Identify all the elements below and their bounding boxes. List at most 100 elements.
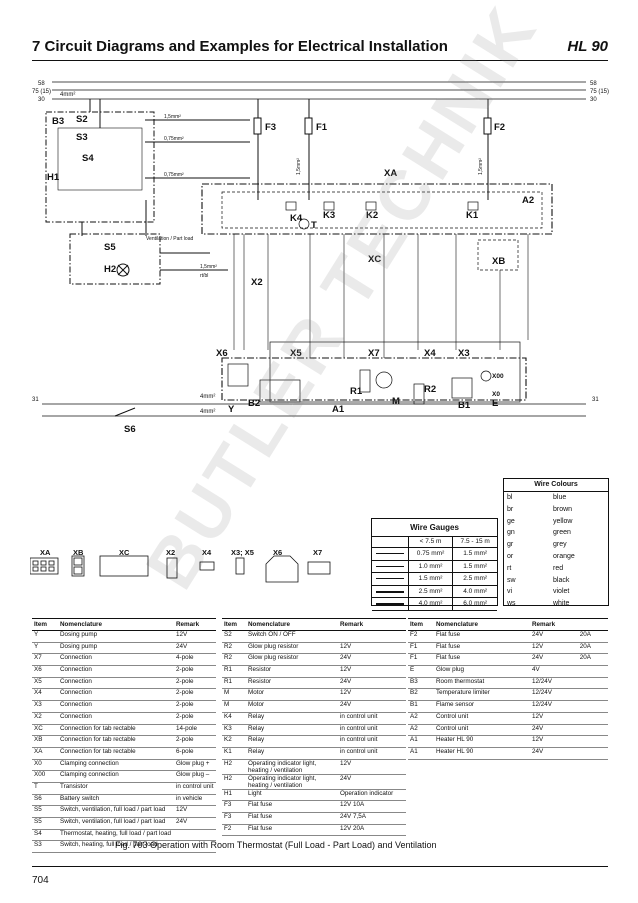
table-cell: Control unit xyxy=(434,724,530,737)
table-cell: R2 xyxy=(222,642,246,655)
rail-left-31: 31 xyxy=(32,397,39,403)
table-cell: S2 xyxy=(222,630,246,643)
wire-gauge-long: 4.0 mm² xyxy=(452,585,497,597)
wire-colour-code: gr xyxy=(507,541,514,549)
table-cell: 24V xyxy=(338,700,406,713)
table-cell: 24V xyxy=(530,747,578,760)
table-cell: 12V xyxy=(338,759,406,775)
table-cell: 24V xyxy=(338,774,406,790)
label-x5: X5 xyxy=(290,348,302,359)
flame-sensor-b1 xyxy=(451,377,473,399)
table-cell: X2 xyxy=(32,712,58,725)
rail-right-31: 31 xyxy=(592,397,599,403)
table-cell: Glow plug + xyxy=(174,759,216,772)
control-unit-a2 xyxy=(201,183,553,235)
wire-gauge-short: 1.0 mm² xyxy=(407,560,453,572)
wire-gauge-line xyxy=(372,561,408,573)
table-cell: Connection xyxy=(58,700,174,713)
table-cell: 4V xyxy=(530,665,578,678)
table-cell: X7 xyxy=(32,653,58,667)
table-cell: Connection xyxy=(58,653,174,667)
model-name: HL 90 xyxy=(567,38,608,55)
table-cell: Transistor xyxy=(58,782,174,795)
table-cell: F1 xyxy=(408,653,434,667)
table-cell xyxy=(577,724,608,737)
table-cell: Clamping connection xyxy=(58,770,174,783)
table-cell: X00 xyxy=(32,770,58,783)
table-cell: H2 xyxy=(222,774,246,790)
table-cell: Glow plug – xyxy=(174,770,216,783)
table-cell: Flat fuse xyxy=(434,642,530,655)
label-b2: B2 xyxy=(248,398,260,409)
col-nomenclature: Nomenclature xyxy=(246,618,338,631)
table-cell: Motor xyxy=(246,700,338,713)
table-cell: 12V xyxy=(174,805,216,818)
table-cell: Temperature limiter xyxy=(434,688,530,702)
table-cell: Light xyxy=(246,789,338,802)
table-cell: 4-pole xyxy=(174,653,216,667)
gauge-header-long: 7.5 - 15 m xyxy=(452,537,497,547)
wire-colour-name: grey xyxy=(553,541,567,549)
heater-a1 xyxy=(221,357,527,401)
table-cell: 12V xyxy=(338,665,406,678)
table-cell: Flat fuse xyxy=(434,630,530,643)
table-cell: Switch, ventilation, full load / part lo… xyxy=(58,805,174,818)
wire-colours-title: Wire Colours xyxy=(504,479,608,492)
table-cell: Motor xyxy=(246,688,338,702)
connector-label-xa: XA xyxy=(40,548,51,557)
table-cell: B1 xyxy=(408,700,434,713)
table-cell xyxy=(338,630,406,643)
table-cell: Y xyxy=(32,630,58,643)
table-cell: 24V xyxy=(530,724,578,737)
wire-colour-code: br xyxy=(507,505,514,513)
label-b1: B1 xyxy=(458,400,471,411)
figure-caption: Fig. 703 Operation with Room Thermostat … xyxy=(115,840,437,850)
table-cell xyxy=(174,829,216,842)
table-cell: E xyxy=(408,665,434,678)
table-cell: 20A xyxy=(577,653,608,667)
table-cell: B3 xyxy=(408,677,434,690)
wire-gauge-short: 1.5 mm² xyxy=(407,573,453,585)
table-cell: Battery switch xyxy=(58,794,174,807)
table-cell: X3 xyxy=(32,700,58,713)
table-cell: 20A xyxy=(577,642,608,655)
label-r1: R1 xyxy=(350,386,363,397)
table-cell: in control unit xyxy=(338,724,406,737)
label-x0: X0 xyxy=(492,391,500,398)
battery-switch-s6 xyxy=(114,407,136,417)
wire-label-2: 0,75mm² xyxy=(164,136,184,142)
table-cell: Connection xyxy=(58,677,174,690)
xb-box xyxy=(477,239,519,271)
wire-gauge-long: 1.5 mm² xyxy=(452,560,497,572)
table-cell: Glow plug xyxy=(434,665,530,678)
table-cell: Flat fuse xyxy=(246,812,338,825)
wire-colour-code: bl xyxy=(507,494,513,501)
table-cell: 24V xyxy=(174,642,216,655)
table-cell: Connection xyxy=(58,712,174,725)
table-cell: A1 xyxy=(408,747,434,760)
table-cell: Connection for tab rectable xyxy=(58,747,174,760)
table-cell: S6 xyxy=(32,794,58,807)
